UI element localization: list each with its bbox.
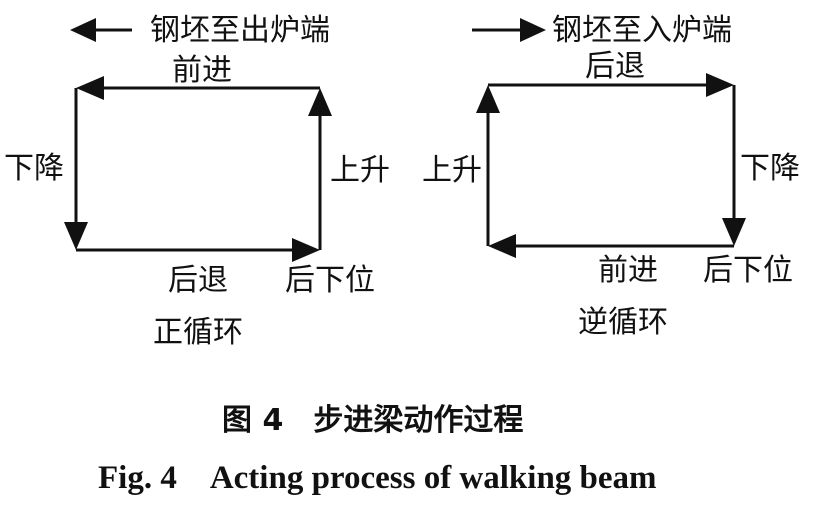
- left-direction-arrow: [70, 18, 132, 42]
- right-right-label: 下降: [740, 151, 800, 186]
- right-corner-label: 后下位: [703, 253, 793, 288]
- left-bottom-edge-arrow: [76, 238, 320, 262]
- left-right-edge-arrow: [308, 88, 332, 250]
- left-top-label: 前进: [172, 53, 232, 88]
- caption-en: Fig. 4 Acting process of walking beam: [98, 460, 657, 496]
- left-cycle-label: 正循环: [153, 315, 243, 350]
- left-cycle-diagram: 钢坯至出炉端 前进 下降 上升 后退 后下位 正循环: [4, 13, 390, 350]
- right-top-label: 后退: [585, 49, 645, 84]
- left-left-label: 下降: [4, 151, 64, 186]
- left-bottom-label: 后退: [168, 263, 228, 298]
- left-top-edge-arrow: [76, 76, 320, 100]
- right-right-edge-arrow: [722, 85, 746, 246]
- left-right-label: 上升: [330, 153, 390, 188]
- left-direction-label: 钢坯至出炉端: [150, 13, 330, 48]
- caption-cn: 图 4 步进梁动作过程: [222, 403, 523, 438]
- right-cycle-label: 逆循环: [578, 305, 668, 340]
- right-top-edge-arrow: [488, 73, 734, 97]
- right-direction-arrow: [472, 18, 546, 42]
- right-bottom-edge-arrow: [488, 234, 734, 258]
- right-left-edge-arrow: [476, 85, 500, 246]
- left-left-edge-arrow: [64, 88, 88, 250]
- left-corner-label: 后下位: [285, 263, 375, 298]
- right-bottom-label: 前进: [598, 253, 658, 288]
- right-cycle-diagram: 钢坯至入炉端 后退 上升 下降 前进 后下位 逆循环: [422, 13, 800, 340]
- right-left-label: 上升: [422, 153, 482, 188]
- right-direction-label: 钢坯至入炉端: [552, 13, 732, 48]
